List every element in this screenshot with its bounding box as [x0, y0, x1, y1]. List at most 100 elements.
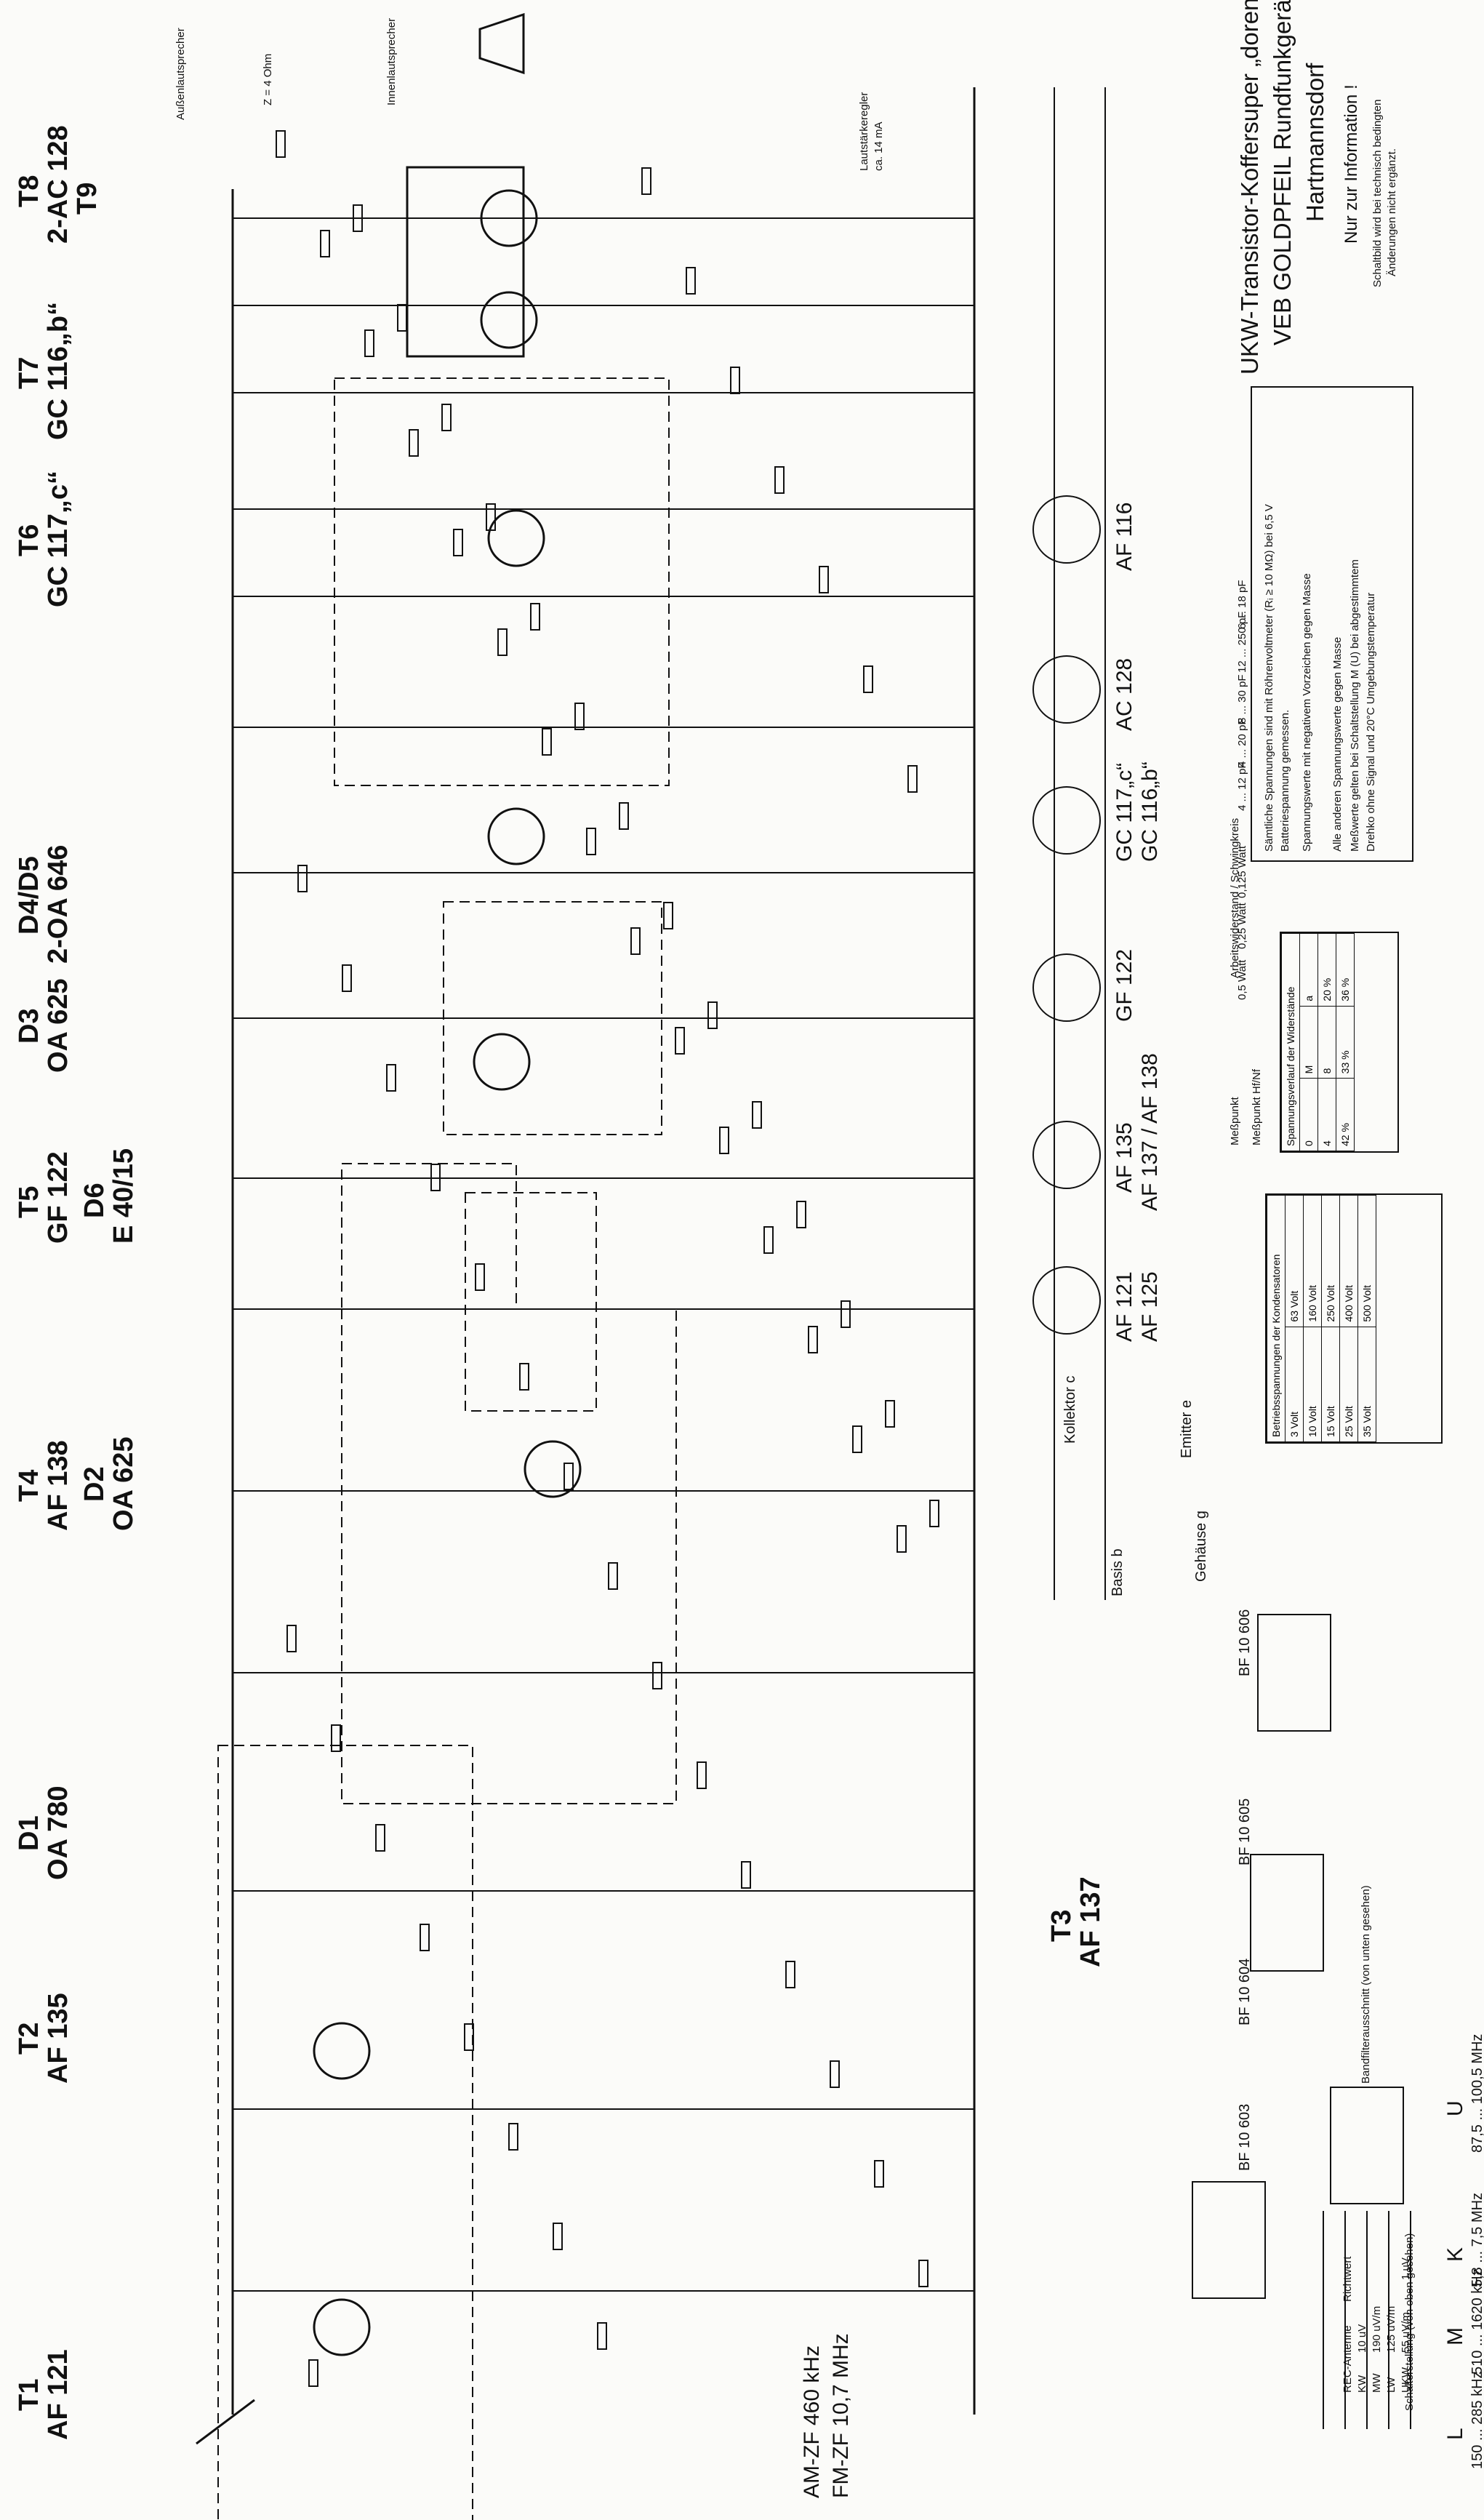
cap-cell: 400 Volt	[1339, 1195, 1358, 1327]
speaker-label-1: Außenlautsprecher	[175, 28, 187, 120]
component-mark	[663, 902, 673, 929]
band-u-range: 87,5 ... 100,5 MHz	[1469, 2033, 1484, 2153]
cap-cell: 35 Volt	[1357, 1327, 1376, 1442]
component-mark	[331, 1724, 341, 1752]
t1-ref: T1	[14, 2378, 44, 2411]
transistor-symbol	[480, 189, 538, 247]
component-mark	[597, 2322, 607, 2350]
cap-cell: 160 Volt	[1303, 1195, 1322, 1327]
note-line1: Sämtliche Spannungen sind mit Röhrenvolt…	[1263, 504, 1275, 852]
component-mark	[475, 1263, 485, 1291]
title-line3: Hartmannsdorf	[1301, 63, 1328, 222]
t8-ref: T8	[14, 175, 44, 207]
component-mark	[320, 230, 330, 257]
title-line1: UKW-Transistor-Koffersuper „dorena“ Typ …	[1236, 0, 1263, 375]
component-mark	[697, 1761, 707, 1789]
filter-603: BF 10 603	[1237, 2103, 1253, 2171]
transistor-symbol	[313, 2022, 371, 2080]
if-fm: FM-ZF 10,7 MHz	[829, 2333, 853, 2498]
lamp-label-1: Lautstärkeregler	[858, 92, 870, 171]
component-mark	[430, 1164, 441, 1191]
title-line2: VEB GOLDPFEIL Rundfunkgerätewerk	[1269, 0, 1296, 345]
title-line6: Änderungen nicht ergänzt.	[1386, 148, 1398, 276]
pin-emitter: Emitter e	[1179, 1399, 1195, 1458]
t3-ref: T3	[1046, 1909, 1077, 1942]
component-mark	[686, 267, 696, 295]
notes-box: Sämtliche Spannungen sind mit Röhrenvolt…	[1251, 386, 1413, 862]
t6-type: GC 117„c“	[43, 471, 73, 607]
component-mark	[586, 828, 596, 855]
component-mark	[553, 2223, 563, 2250]
shield-box	[465, 1192, 597, 1412]
filter-606: BF 10 606	[1237, 1609, 1253, 1676]
pkg-4-outline	[1032, 786, 1101, 855]
tol-cell: 36 %	[1336, 933, 1355, 1007]
cap-cell: 10 Volt	[1303, 1327, 1322, 1442]
component-mark	[874, 2160, 884, 2188]
component-mark	[464, 2023, 474, 2051]
tol-cell: 20 %	[1317, 933, 1336, 1007]
d1-type: OA 780	[43, 1785, 73, 1880]
transistor-symbol	[473, 1033, 531, 1091]
component-mark	[852, 1425, 862, 1453]
component-mark	[497, 628, 508, 656]
d45-ref: D4/D5	[14, 856, 44, 935]
measure-1: Meßpunkt	[1229, 1097, 1241, 1145]
cap-cell: 500 Volt	[1357, 1195, 1376, 1327]
tol-cell: 33 %	[1336, 1006, 1355, 1079]
component-mark	[386, 1064, 396, 1092]
speaker-icon	[478, 12, 525, 75]
d6-type: E 40/15	[108, 1148, 139, 1244]
d3-type: OA 625	[43, 978, 73, 1073]
trimmer-2: 12 ... 250 pF	[1236, 611, 1248, 673]
component-mark	[286, 1625, 297, 1652]
t4-type: AF 138	[43, 1440, 73, 1531]
component-mark	[608, 1562, 618, 1590]
d2-ref: D2	[79, 1466, 110, 1502]
if-am: AM-ZF 460 kHz	[800, 2345, 824, 2498]
output-transformer	[406, 166, 525, 358]
pkg-1-sub: AF 125	[1138, 1271, 1162, 1342]
transistor-symbol	[480, 291, 538, 349]
filter-caption: Bandfilterausschnitt (von unten gesehen)	[1360, 1885, 1372, 2084]
component-mark	[453, 529, 463, 556]
resistor-3: 0,5 Watt	[1236, 959, 1248, 1000]
pkg-2-sub: AF 137 / AF 138	[1138, 1053, 1162, 1211]
component-mark	[375, 1824, 385, 1852]
tol-cell: M	[1299, 1006, 1318, 1079]
cap-cell: 3 Volt	[1285, 1327, 1304, 1442]
component-mark	[763, 1226, 774, 1254]
component-mark	[785, 1961, 795, 1988]
component-mark	[409, 429, 419, 457]
pin-gehaeuse: Gehäuse g	[1193, 1511, 1209, 1582]
t2-ref: T2	[14, 2022, 44, 2055]
pkg-1-outline	[1032, 1266, 1101, 1335]
speaker-label-3: Innenlautsprecher	[385, 17, 398, 105]
component-mark	[808, 1326, 818, 1353]
shield-box	[443, 901, 662, 1135]
title-line5: Schaltbild wird bei technisch bedingten	[1371, 99, 1384, 288]
note-line4: Alle anderen Spannungswerte gegen Masse	[1331, 636, 1344, 852]
title-line4: Nur zur Information !	[1341, 84, 1361, 244]
component-mark	[719, 1127, 729, 1154]
band-m-id: M	[1443, 2327, 1467, 2345]
t3-type: AF 137	[1075, 1876, 1106, 1967]
rec-col: Richtwert	[1341, 2256, 1354, 2302]
measure-2: Meßpunkt Hf/Nf	[1251, 1068, 1263, 1145]
note-line6: Drehko ohne Signal und 20°C Umgebungstem…	[1365, 592, 1377, 852]
rec-val-lw: 125 uV/m	[1385, 2305, 1397, 2353]
band-l-range: 150 ... 285 kHz	[1469, 2371, 1484, 2469]
t7-type: GC 116„b“	[43, 301, 73, 440]
d1-ref: D1	[14, 1815, 44, 1851]
rec-band-kw: KW	[1356, 2375, 1368, 2393]
filter-socket	[1250, 1854, 1324, 1972]
component-mark	[707, 1001, 718, 1029]
component-mark	[630, 927, 641, 955]
d2-type: OA 625	[108, 1436, 139, 1531]
component-mark	[364, 329, 374, 357]
component-mark	[741, 1861, 751, 1889]
component-mark	[675, 1027, 685, 1055]
tol-table-title: Spannungsverlauf der Widerstände	[1281, 933, 1300, 1151]
